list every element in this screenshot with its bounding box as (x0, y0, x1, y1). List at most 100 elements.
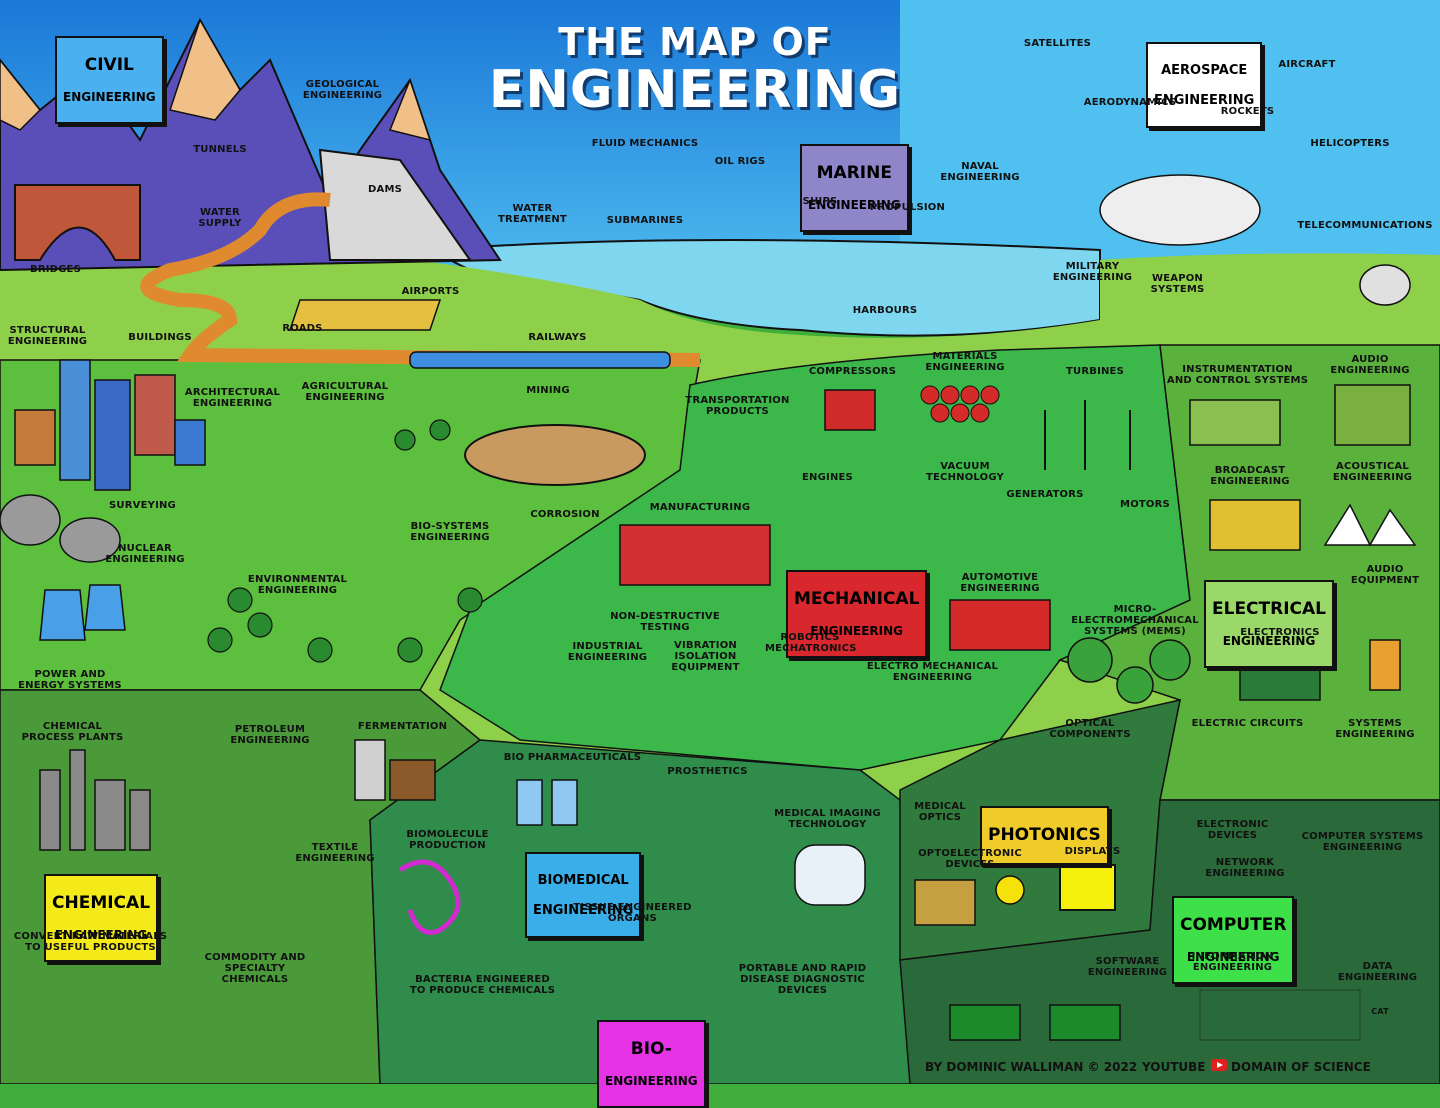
label-bacteria: BACTERIA ENGINEERED TO PRODUCE CHEMICALS (409, 974, 556, 996)
label-propulsion: PROPULSION (869, 202, 946, 213)
label-compressors: COMPRESSORS (808, 366, 897, 377)
label-optical: OPTICAL COMPONENTS (1049, 718, 1131, 740)
label-computer-systems: COMPUTER SYSTEMS ENGINEERING (1301, 831, 1424, 853)
credit-youtube: YOUTUBE (1142, 1060, 1206, 1074)
label-commodity: COMMODITY AND SPECIALTY CHEMICALS (204, 952, 306, 985)
label-network: NETWORK ENGINEERING (1205, 857, 1285, 879)
label-structural: STRUCTURAL ENGINEERING (7, 325, 88, 347)
label-telecommunications: TELECOMMUNICATIONS (1297, 220, 1433, 231)
field-computer: COMPUTER ENGINEERING (1172, 896, 1295, 984)
software-screen-2 (1049, 1004, 1121, 1041)
wind-turbines (1044, 400, 1131, 470)
label-oil-rigs: OIL RIGS (714, 156, 766, 167)
label-vacuum: VACUUM TECHNOLOGY (926, 461, 1004, 483)
chemical-plant (39, 749, 151, 851)
label-agricultural: AGRICULTURAL ENGINEERING (301, 381, 389, 403)
label-tunnels: TUNNELS (193, 144, 247, 155)
label-water-supply: WATER SUPPLY (198, 207, 242, 229)
label-buildings: BUILDINGS (128, 332, 192, 343)
label-convert-raw: CONVERT RAW MATERIALS TO USEFUL PRODUCTS (13, 931, 168, 953)
label-submarines: SUBMARINES (606, 215, 684, 226)
automotive-panel (949, 599, 1051, 651)
label-weapon-systems: WEAPON SYSTEMS (1150, 273, 1205, 295)
label-engines: ENGINES (802, 472, 853, 483)
label-industrial: INDUSTRIAL ENGINEERING (567, 641, 648, 663)
broadcast-panel (1209, 499, 1301, 551)
speaker (1369, 639, 1401, 691)
label-fermentation: FERMENTATION (357, 721, 448, 732)
mri-scanner (794, 844, 866, 906)
label-airports: AIRPORTS (401, 286, 460, 297)
field-chemical: CHEMICAL ENGINEERING (44, 874, 159, 962)
label-nuclear: NUCLEAR ENGINEERING (105, 543, 185, 565)
label-textile: TEXTILE ENGINEERING (295, 842, 375, 864)
map-title-line1: THE MAP OF (558, 20, 832, 64)
label-audio-engineering: AUDIO ENGINEERING (1330, 354, 1410, 376)
label-surveying: SURVEYING (109, 500, 176, 511)
label-aircraft: AIRCRAFT (1278, 59, 1336, 70)
label-ndt: NON-DESTRUCTIVE TESTING (610, 611, 720, 633)
label-materials: MATERIALS ENGINEERING (925, 351, 1005, 373)
label-medical-imaging: MEDICAL IMAGING TECHNOLOGY (774, 808, 881, 830)
field-aerospace: AEROSPACE ENGINEERING (1146, 42, 1263, 128)
label-mems: MICRO- ELECTROMECHANICAL SYSTEMS (MEMS) (1071, 604, 1199, 637)
label-railways: RAILWAYS (528, 332, 587, 343)
youtube-icon (1211, 1059, 1227, 1071)
label-military: MILITARY ENGINEERING (1052, 261, 1133, 283)
label-manufacturing: MANUFACTURING (649, 502, 751, 513)
label-data: DATA ENGINEERING (1337, 961, 1418, 983)
mining-pit (464, 424, 646, 486)
label-tissue: TISSUE ENGINEERED ORGANS (573, 902, 692, 924)
label-bio-systems: BIO-SYSTEMS ENGINEERING (410, 521, 490, 543)
label-acoustical: ACOUSTICAL ENGINEERING (1332, 461, 1413, 483)
led (995, 875, 1025, 905)
map-illustration (0, 0, 1440, 1084)
arch-bridge (14, 184, 141, 261)
label-bio-pharma: BIO PHARMACEUTICALS (503, 752, 642, 763)
label-portable: PORTABLE AND RAPID DISEASE DIAGNOSTIC DE… (738, 963, 867, 996)
credit-author: BY DOMINIC WALLIMAN © 2022 (925, 1060, 1138, 1074)
cooling-towers (0, 494, 126, 641)
label-broadcast: BROADCAST ENGINEERING (1210, 465, 1290, 487)
label-architectural: ARCHITECTURAL ENGINEERING (184, 387, 281, 409)
audio-console (1334, 384, 1411, 446)
materials-spheres (920, 385, 1000, 423)
label-transportation: TRANSPORTATION PRODUCTS (685, 395, 790, 417)
label-harbours: HARBOURS (852, 305, 918, 316)
label-prosthetics: PROSTHETICS (667, 766, 748, 777)
winding-road (140, 192, 701, 367)
trees (207, 419, 483, 663)
label-optoelectronic: OPTOELECTRONIC DEVICES (918, 848, 1022, 870)
manufacturing-line (619, 524, 771, 586)
field-civil: CIVIL ENGINEERING (55, 36, 164, 124)
display-screen (1059, 864, 1116, 911)
label-generators: GENERATORS (1006, 489, 1084, 500)
neural-network (1199, 989, 1361, 1041)
label-geological: GEOLOGICAL ENGINEERING (302, 79, 383, 101)
label-information: INFORMATION ENGINEERING (1191, 951, 1274, 973)
label-cat: CAT (1371, 1007, 1389, 1016)
label-rockets: ROCKETS (1220, 106, 1275, 117)
label-audio-equipment: AUDIO EQUIPMENT (1350, 564, 1420, 586)
field-mechanical: MECHANICAL ENGINEERING (786, 570, 928, 658)
airport-runway (288, 299, 442, 331)
label-automotive: AUTOMOTIVE ENGINEERING (960, 572, 1040, 594)
field-electrical: ELECTRICAL ENGINEERING (1204, 580, 1335, 668)
label-dams: DAMS (368, 184, 402, 195)
optoelectronic-panel (914, 879, 976, 926)
vials (516, 779, 578, 826)
field-marine: MARINE ENGINEERING (800, 144, 909, 232)
label-systems: SYSTEMS ENGINEERING (1335, 718, 1415, 740)
label-electro-mechanical: ELECTRO MECHANICAL ENGINEERING (866, 661, 999, 683)
opera-house (1323, 503, 1417, 547)
label-software: SOFTWARE ENGINEERING (1087, 956, 1168, 978)
train (409, 351, 671, 369)
city-buildings (14, 359, 206, 491)
satellite-dish (1359, 264, 1411, 306)
label-ships: SHIPS (802, 196, 838, 207)
label-biomolecule: BIOMOLECULE PRODUCTION (406, 829, 489, 851)
label-electric-circuits: ELECTRIC CIRCUITS (1191, 718, 1304, 729)
label-medical-optics: MEDICAL OPTICS (914, 801, 966, 823)
label-satellites: SATELLITES (1023, 38, 1092, 49)
label-environmental: ENVIRONMENTAL ENGINEERING (247, 574, 348, 596)
